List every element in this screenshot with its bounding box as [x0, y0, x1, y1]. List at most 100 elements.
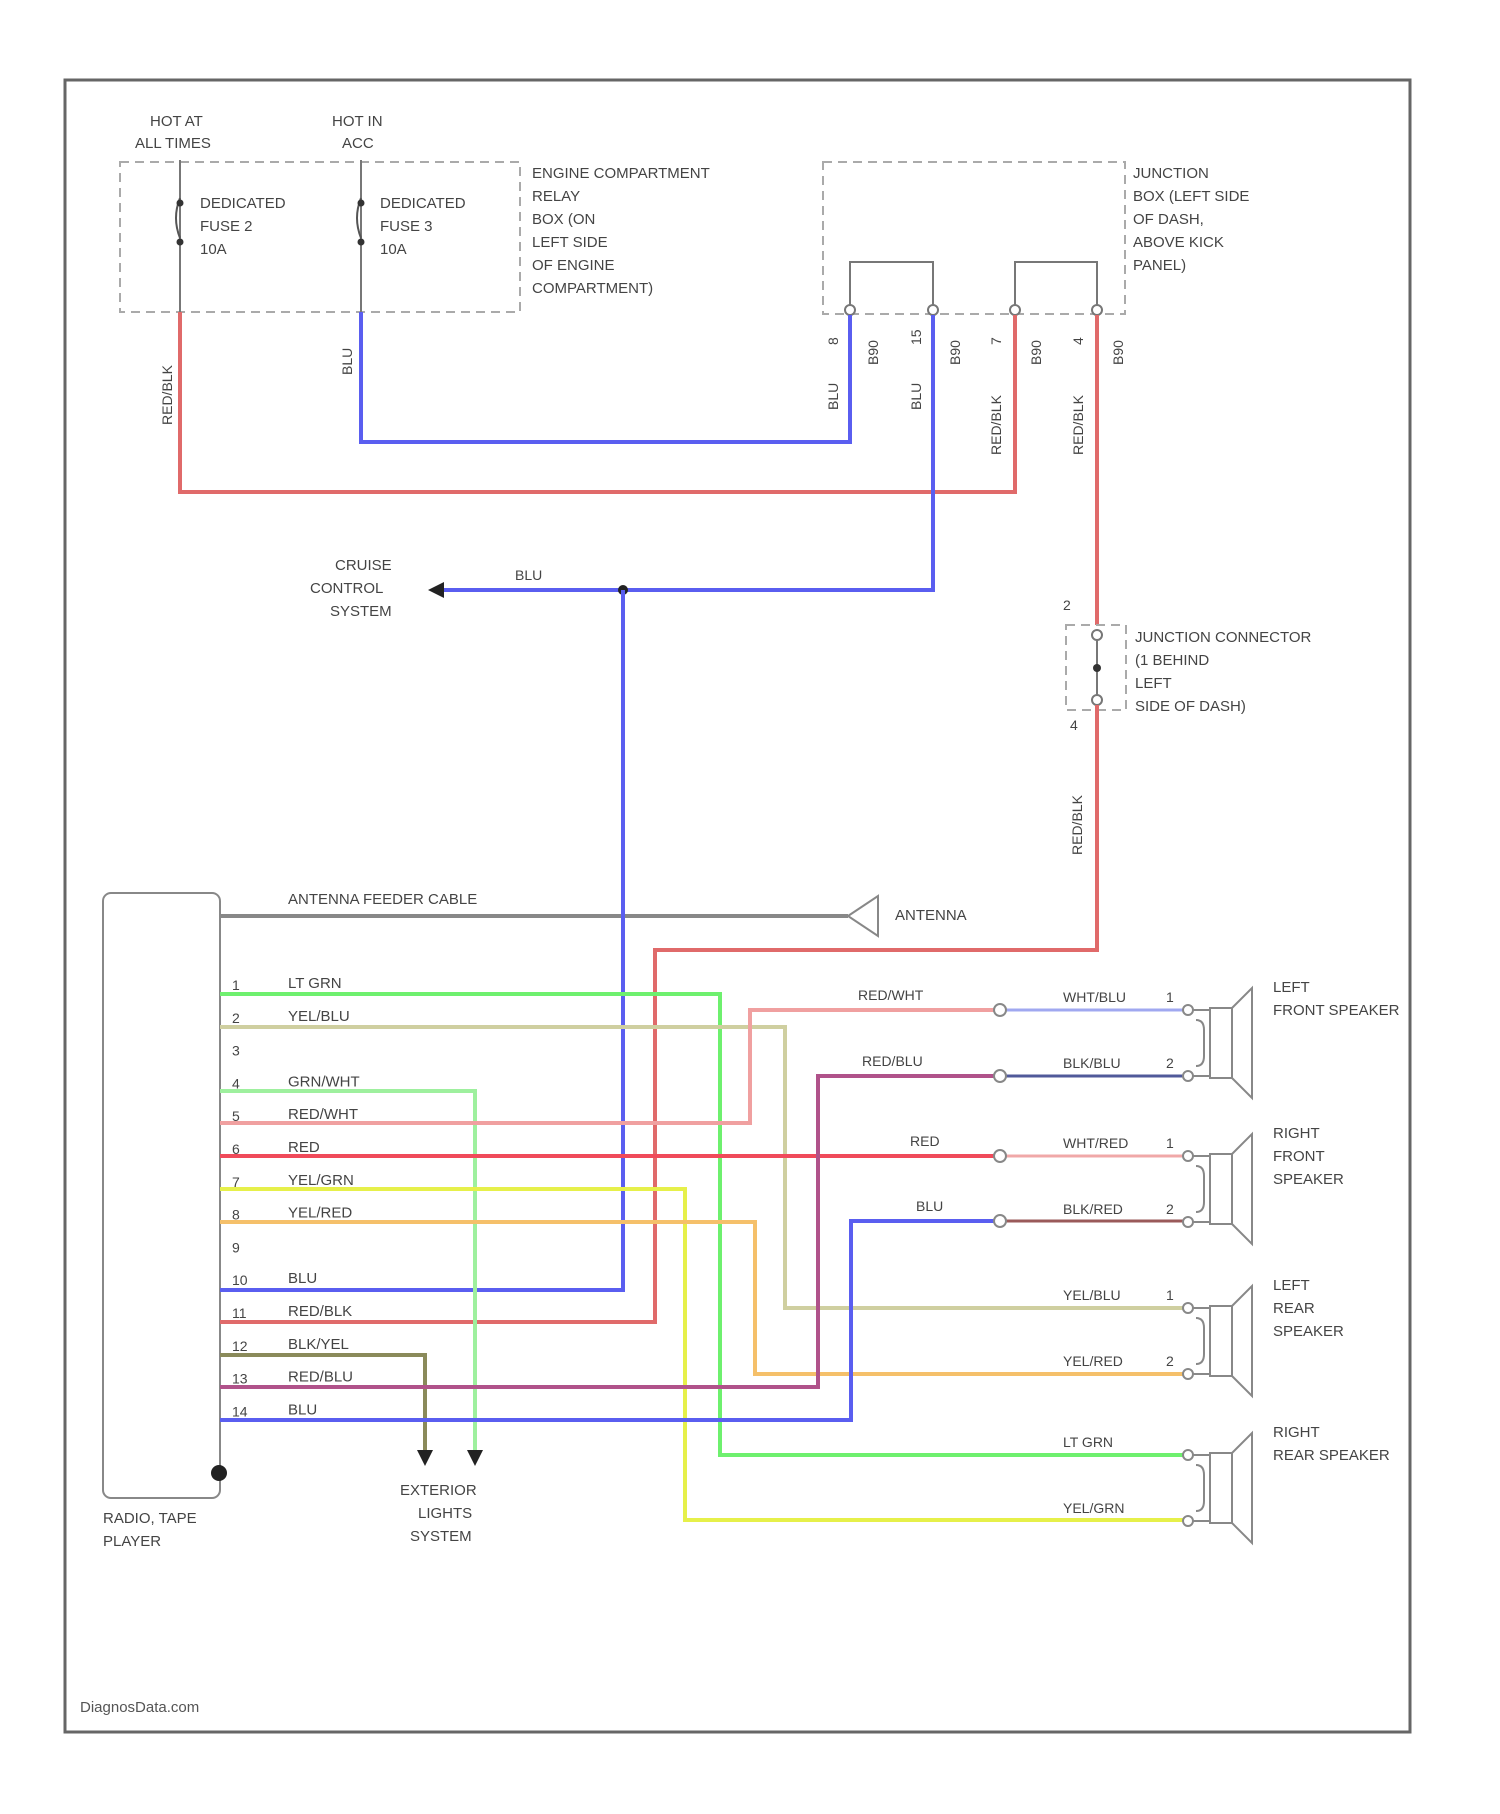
speaker-pin-number: 2 [1166, 1201, 1174, 1217]
terminal-wire: RED/BLK [988, 394, 1004, 455]
wire-label-fuse3: BLU [339, 348, 355, 375]
terminal-wire: RED/BLK [1070, 394, 1086, 455]
junction-box-label: BOX (LEFT SIDE [1133, 188, 1249, 205]
jc-label: LEFT [1135, 675, 1172, 692]
inline-connector [994, 1215, 1006, 1227]
exterior-label: EXTERIOR [400, 1482, 477, 1499]
speaker-terminal [1183, 1071, 1193, 1081]
radio-pin-wire-label: RED [288, 1139, 320, 1156]
cruise-label: SYSTEM [330, 603, 392, 620]
antenna-cable-label: ANTENNA FEEDER CABLE [288, 891, 477, 908]
radio-label: PLAYER [103, 1533, 161, 1550]
terminal-pin: 7 [988, 337, 1004, 345]
speaker-magnet [1210, 1008, 1232, 1078]
speaker-magnet [1210, 1453, 1232, 1523]
radio-pin-wire-label: YEL/BLU [288, 1008, 350, 1025]
terminal-wire: BLU [908, 383, 924, 410]
radio-pin-number: 10 [232, 1272, 248, 1288]
speaker-pin-number: 2 [1166, 1055, 1174, 1071]
junction-box-label: OF DASH, [1133, 211, 1204, 228]
junction-bus-2 [1015, 262, 1097, 305]
radio-pin-number: 1 [232, 977, 240, 993]
junction-box-outline [823, 162, 1125, 314]
speaker-wire-label: YEL/BLU [1063, 1287, 1121, 1303]
junction-bus-1 [850, 262, 933, 305]
speaker-terminal [1183, 1369, 1193, 1379]
junction-connector: 2 4 JUNCTION CONNECTOR (1 BEHIND LEFT SI… [1063, 597, 1312, 855]
speaker-wire-label: YEL/RED [1063, 1353, 1123, 1369]
power-label-hot-in: HOT IN [332, 113, 383, 130]
fuse-2-terminal [177, 200, 184, 207]
speaker-terminal [1183, 1005, 1193, 1015]
jc-label: JUNCTION CONNECTOR [1135, 629, 1312, 646]
radio-pin-wire-label: BLU [288, 1270, 317, 1287]
fuse-3-terminal [358, 200, 365, 207]
radio-pin-wire-label: BLK/YEL [288, 1336, 349, 1353]
speaker-label: LEFT [1273, 1277, 1310, 1294]
fuse-box-label: OF ENGINE [532, 257, 615, 274]
fuse-box-label: BOX (ON [532, 211, 595, 228]
wire-red-blk-fuse2 [180, 312, 1015, 492]
junction-terminal [1092, 305, 1102, 315]
cruise-label: CONTROL [310, 580, 383, 597]
cruise-arrow [428, 582, 444, 598]
speaker-label: FRONT SPEAKER [1273, 1002, 1400, 1019]
radio-pin-number: 14 [232, 1403, 248, 1419]
radio-pin-number: 3 [232, 1043, 240, 1059]
speaker: LEFTREARSPEAKERYEL/BLU1YEL/RED2 [1063, 1277, 1344, 1396]
jc-pin-bottom: 4 [1070, 717, 1078, 733]
speaker-terminal [1183, 1217, 1193, 1227]
speaker-label: FRONT [1273, 1148, 1325, 1165]
radio-pin-number: 9 [232, 1239, 240, 1255]
speaker: LEFTFRONT SPEAKERWHT/BLU1BLK/BLU2 [1063, 979, 1400, 1098]
mid-wire-label: RED [910, 1133, 940, 1149]
fuse-box: HOT AT ALL TIMES HOT IN ACC DEDICATED FU… [120, 113, 710, 312]
speaker-coil-inner [1196, 1166, 1204, 1212]
radio-wiring: RED/WHT RED/BLU RED BLU EXTERIOR LIGHTS … [220, 590, 1188, 1545]
speaker-label: RIGHT [1273, 1125, 1320, 1142]
terminal-pin: 4 [1070, 337, 1086, 345]
radio-pins: 1LT GRN2YEL/BLU34GRN/WHT5RED/WHT6RED7YEL… [232, 975, 360, 1419]
antenna-label: ANTENNA [895, 907, 967, 924]
radio-pin-wire-label: LT GRN [288, 975, 342, 992]
speaker-coil-inner [1196, 1318, 1204, 1364]
speaker-label: SPEAKER [1273, 1171, 1344, 1188]
radio-pin-wire-label: RED/BLU [288, 1369, 353, 1386]
fuse-3-label: DEDICATED [380, 195, 466, 212]
speaker-terminal [1183, 1303, 1193, 1313]
speaker-label: SPEAKER [1273, 1323, 1344, 1340]
wire-yelblu-pin2 [220, 1027, 1188, 1308]
radio-pin-number: 13 [232, 1371, 248, 1387]
terminal-wire: BLU [825, 383, 841, 410]
mid-wire-label: RED/WHT [858, 987, 924, 1003]
mid-wire-label: RED/BLU [862, 1053, 923, 1069]
speaker-pin-number: 1 [1166, 1135, 1174, 1151]
junction-terminal [928, 305, 938, 315]
wire-label-jc-out: RED/BLK [1069, 794, 1085, 855]
jc-terminal [1092, 695, 1102, 705]
inline-connector [994, 1150, 1006, 1162]
speaker-magnet [1210, 1154, 1232, 1224]
wire-label-fuse2: RED/BLK [159, 364, 175, 425]
mid-wire-label: BLU [916, 1198, 943, 1214]
speaker-label: RIGHT [1273, 1424, 1320, 1441]
exterior-label: SYSTEM [410, 1528, 472, 1545]
fuse-3-label: 10A [380, 241, 407, 258]
wire-blu-cruise [440, 315, 933, 590]
junction-terminal [845, 305, 855, 315]
fuse-2-label: FUSE 2 [200, 218, 253, 235]
terminal-conn: B90 [865, 340, 881, 365]
terminal-pin: 15 [908, 329, 924, 345]
speaker-magnet [1210, 1306, 1232, 1376]
radio-body [103, 893, 220, 1498]
speaker-coil-inner [1196, 1020, 1204, 1066]
speaker-wire-label: BLK/BLU [1063, 1055, 1121, 1071]
fuse-box-label: LEFT SIDE [532, 234, 608, 251]
speaker-terminal [1183, 1450, 1193, 1460]
wire-grnwht-pin4 [220, 1091, 475, 1450]
speaker-pin-number: 1 [1166, 989, 1174, 1005]
terminal-pin: 8 [825, 337, 841, 345]
antenna-icon [848, 896, 878, 936]
